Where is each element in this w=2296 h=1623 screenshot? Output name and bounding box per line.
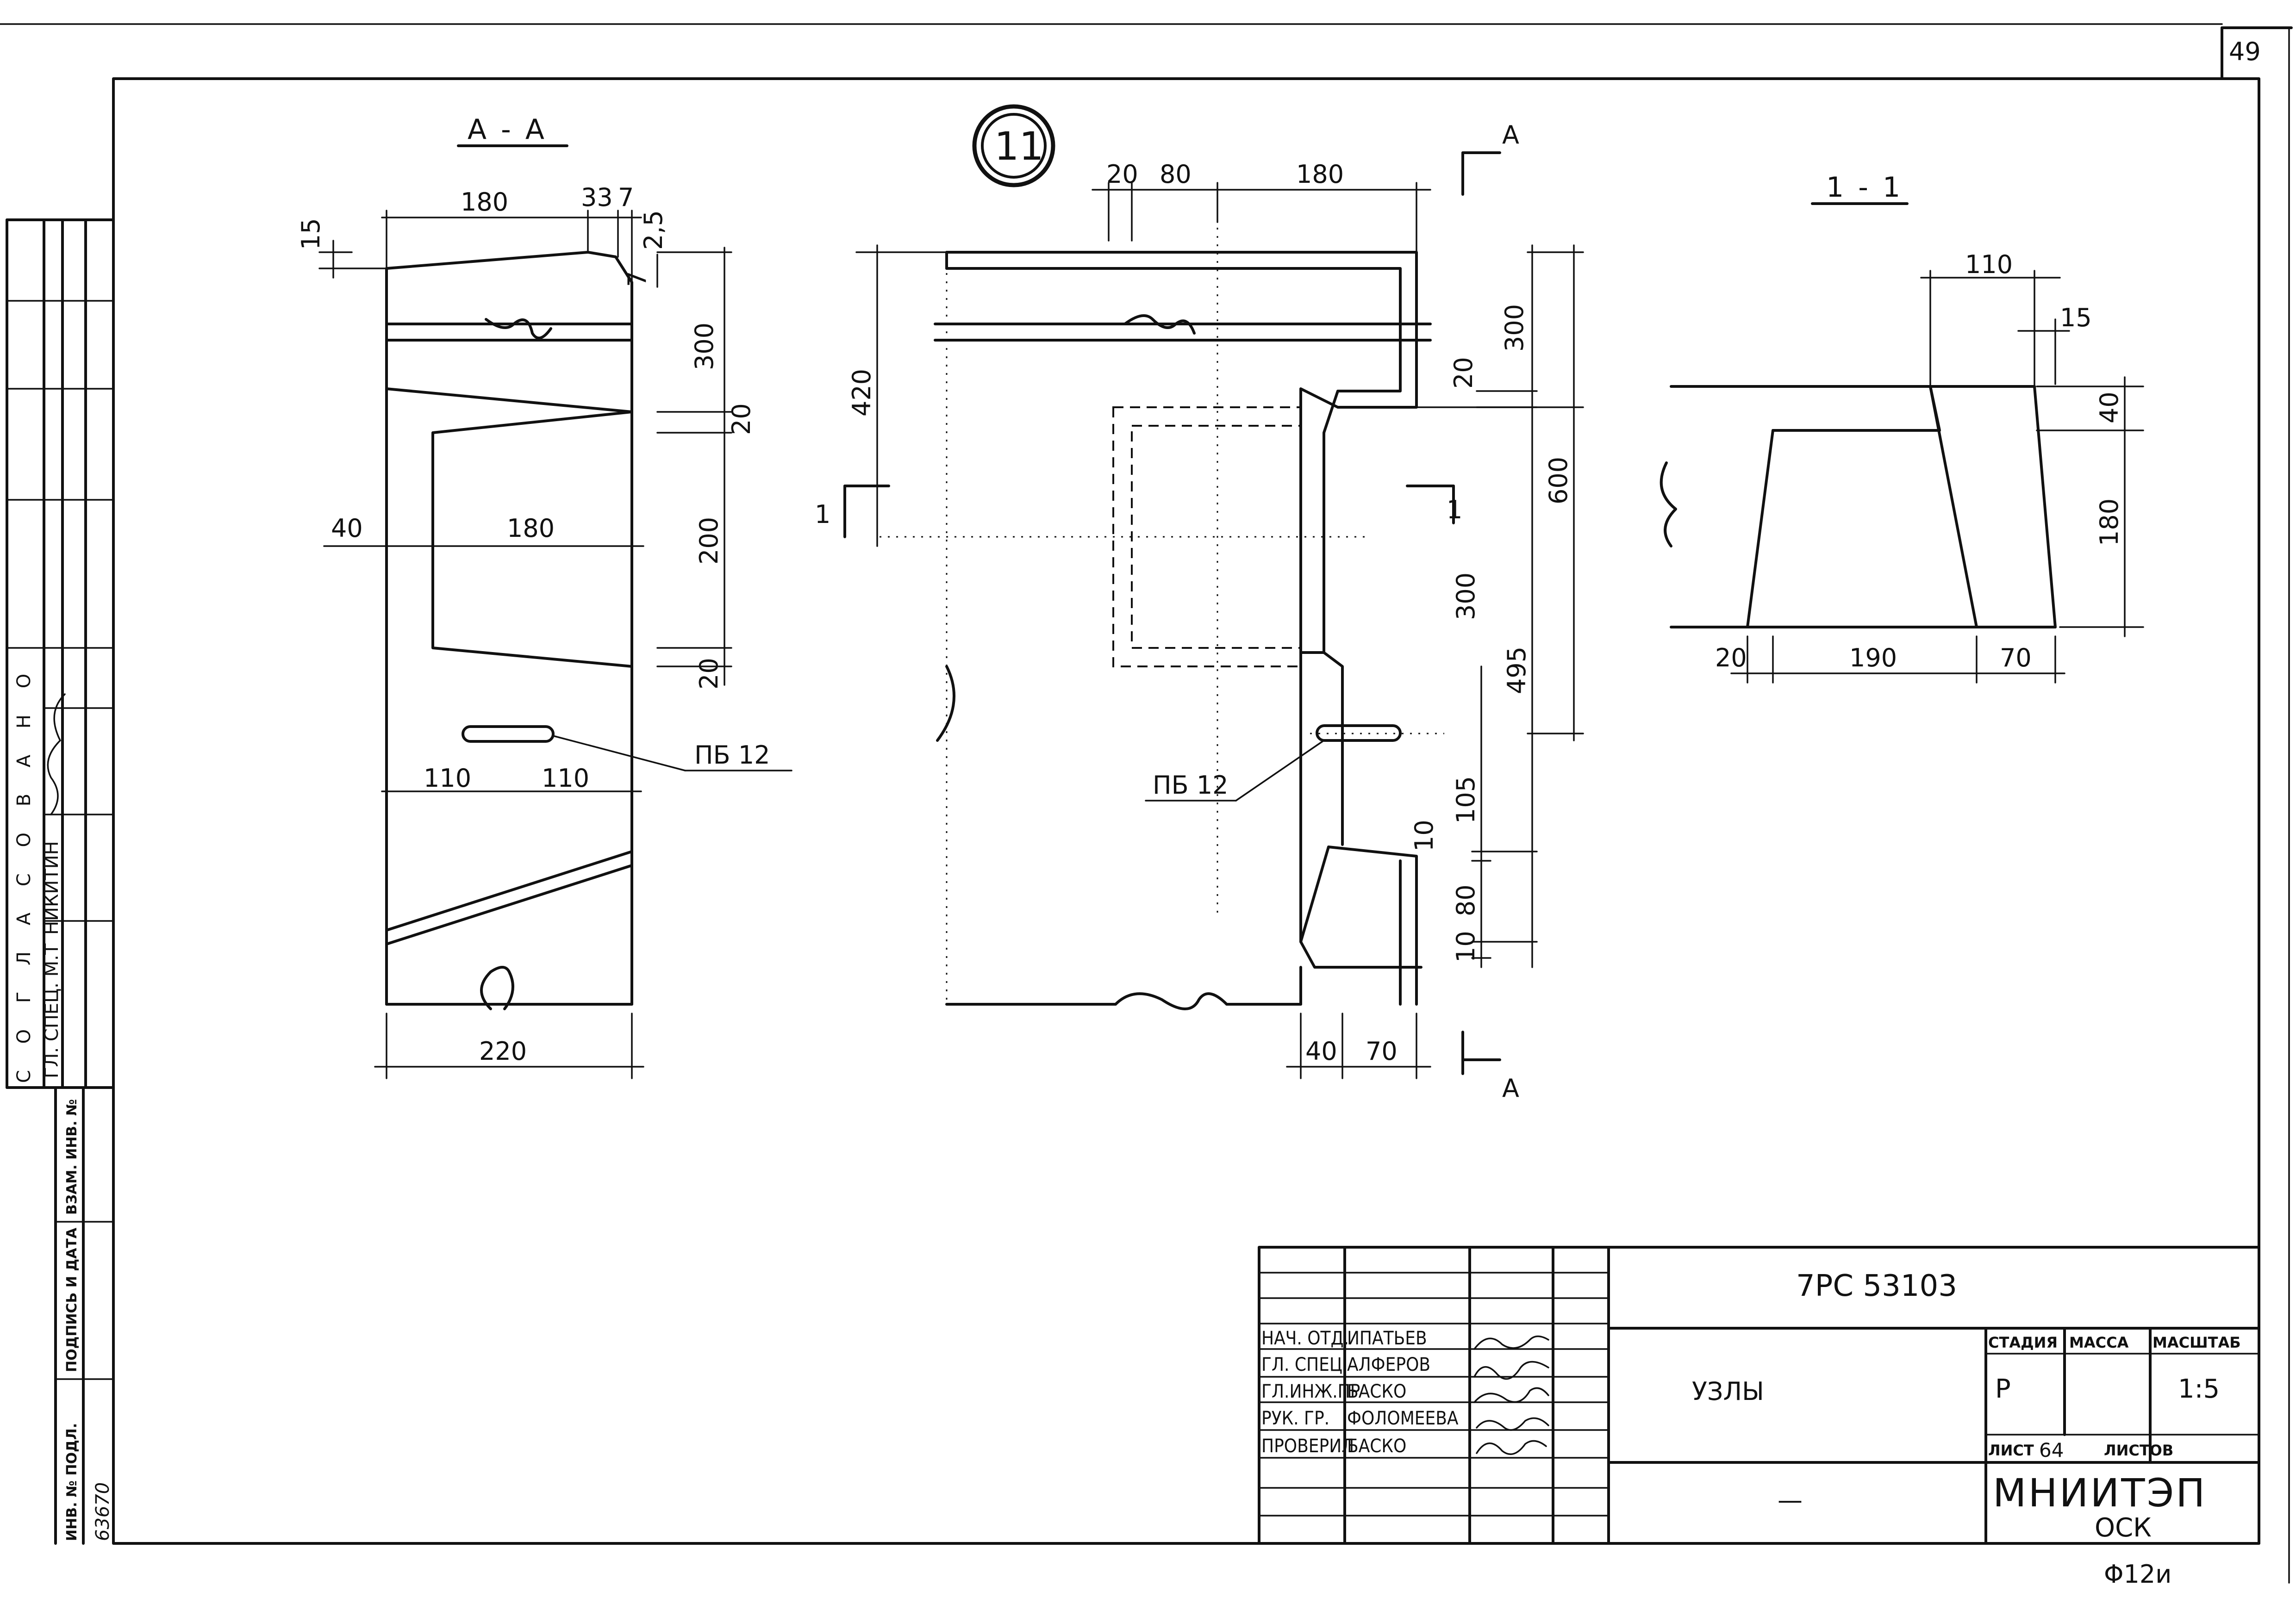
cut-1-right: 1 [1447,495,1462,524]
svg-text:300: 300 [690,323,719,370]
node-number: 11 [994,124,1044,169]
title-block: НАЧ. ОТД. ИПАТЬЕВ ГЛ. СПЕЦ. АЛФЕРОВ ГЛ.И… [1258,1246,2260,1545]
svg-text:ПРОВЕРИЛ: ПРОВЕРИЛ [1261,1436,1354,1457]
svg-text:НАЧ. ОТД.: НАЧ. ОТД. [1261,1328,1349,1349]
main-node: 11 ПБ 12 20 [815,104,1584,1103]
svg-text:БАСКО: БАСКО [1347,1436,1406,1457]
svg-text:РУК. ГР.: РУК. ГР. [1261,1408,1329,1429]
svg-text:15: 15 [296,218,325,250]
svg-text:15: 15 [2060,303,2092,332]
svg-text:20: 20 [1106,160,1138,189]
svg-text:10: 10 [1451,931,1480,963]
doc-code: 7РС 53103 [1796,1269,1957,1303]
cut-1-left: 1 [815,500,830,529]
org-sub: ОСК [2095,1513,2152,1543]
svg-text:495: 495 [1502,647,1531,694]
stamp-inv-label: ИНВ. № ПОДЛ. [64,1423,80,1541]
side-stamp: С О Г Л А С О В А Н О ГЛ. СПЕЦ. М.Т НИКИ… [6,218,115,1545]
stamp-heading: С О Г Л А С О В А Н О [13,664,35,1083]
svg-text:220: 220 [479,1037,527,1066]
svg-text:БАСКО: БАСКО [1347,1381,1406,1402]
cut-a-bottom: А [1502,1074,1519,1103]
svg-text:70: 70 [2000,643,2032,672]
main-callout: ПБ 12 [1153,771,1229,800]
svg-text:180: 180 [1296,160,1344,189]
svg-text:80: 80 [1451,884,1480,916]
svg-text:110: 110 [424,764,471,793]
signatures [1473,1335,1549,1455]
aa-callout: ПБ 12 [694,740,770,770]
sheets-label: ЛИСТОВ [2104,1442,2173,1459]
stamp-role: ГЛ. СПЕЦ. М.Т [41,943,62,1078]
svg-text:110: 110 [1965,250,2013,279]
svg-text:ФОЛОМЕЕВА: ФОЛОМЕЕВА [1347,1408,1459,1429]
svg-text:ГЛ.ИНЖ.ПР: ГЛ.ИНЖ.ПР [1261,1381,1360,1402]
section-aa: А - А ПБ 12 180 33 7 15 7 [296,113,792,1079]
svg-text:180: 180 [507,514,555,543]
sheet-number: 64 [2039,1439,2064,1461]
page-number: 49 [2229,37,2261,66]
svg-text:80: 80 [1160,160,1192,189]
stamp-name: НИКИТИН [41,841,62,935]
svg-text:2,5: 2,5 [639,210,668,250]
svg-text:300: 300 [1451,572,1480,620]
svg-text:20: 20 [1715,643,1747,672]
svg-text:110: 110 [542,764,589,793]
svg-text:105: 105 [1451,776,1480,824]
svg-text:7: 7 [618,183,634,212]
mass-label: МАССА [2069,1334,2129,1351]
svg-text:АЛФЕРОВ: АЛФЕРОВ [1347,1354,1430,1375]
svg-text:180: 180 [461,187,508,217]
svg-text:40: 40 [1305,1037,1337,1066]
svg-text:7: 7 [623,271,652,287]
cut-a-top: А [1502,120,1519,149]
sub-title: — [1778,1486,1803,1515]
svg-text:ГЛ. СПЕЦ.: ГЛ. СПЕЦ. [1261,1354,1348,1375]
stamp-signature [47,693,66,815]
svg-text:20: 20 [727,403,756,435]
svg-text:40: 40 [331,514,363,543]
svg-text:ИПАТЬЕВ: ИПАТЬЕВ [1347,1328,1427,1349]
sheet-frame: 49 Φ12и [0,23,2293,1589]
svg-text:180: 180 [2095,498,2124,546]
sheet-label: ЛИСТ [1988,1442,2034,1459]
svg-text:600: 600 [1544,457,1573,504]
scale-value: 1:5 [2178,1374,2220,1404]
footer-code: Φ12и [2104,1560,2171,1589]
stamp-swap-label: ВЗАМ. ИНВ. № [64,1099,80,1215]
svg-text:190: 190 [1849,643,1897,672]
section-aa-title: А - А [468,113,547,146]
stage-label: СТАДИЯ [1988,1334,2058,1351]
svg-text:420: 420 [847,369,876,417]
staff-rows: НАЧ. ОТД. ИПАТЬЕВ ГЛ. СПЕЦ. АЛФЕРОВ ГЛ.И… [1261,1328,1459,1457]
sheet-title: УЗЛЫ [1692,1377,1764,1406]
svg-text:10: 10 [1410,820,1439,852]
section-11: 1 - 1 110 15 40 180 20 190 70 [1660,171,2144,684]
svg-text:33: 33 [581,183,613,212]
node-circle [972,104,1055,187]
section-11-title: 1 - 1 [1826,171,1903,204]
svg-text:20: 20 [1449,357,1478,389]
svg-text:200: 200 [694,517,724,565]
svg-text:300: 300 [1500,304,1529,352]
svg-text:70: 70 [1366,1037,1398,1066]
org-name: МНИИТЭП [1993,1470,2207,1516]
stage-value: Р [1995,1374,2011,1404]
stamp-inv-number: 63670 [92,1482,113,1541]
stamp-sign-label: ПОДПИСЬ И ДАТА [64,1227,80,1372]
scale-label: МАСШТАБ [2152,1334,2241,1351]
svg-text:40: 40 [2095,392,2124,423]
svg-text:20: 20 [694,658,724,690]
